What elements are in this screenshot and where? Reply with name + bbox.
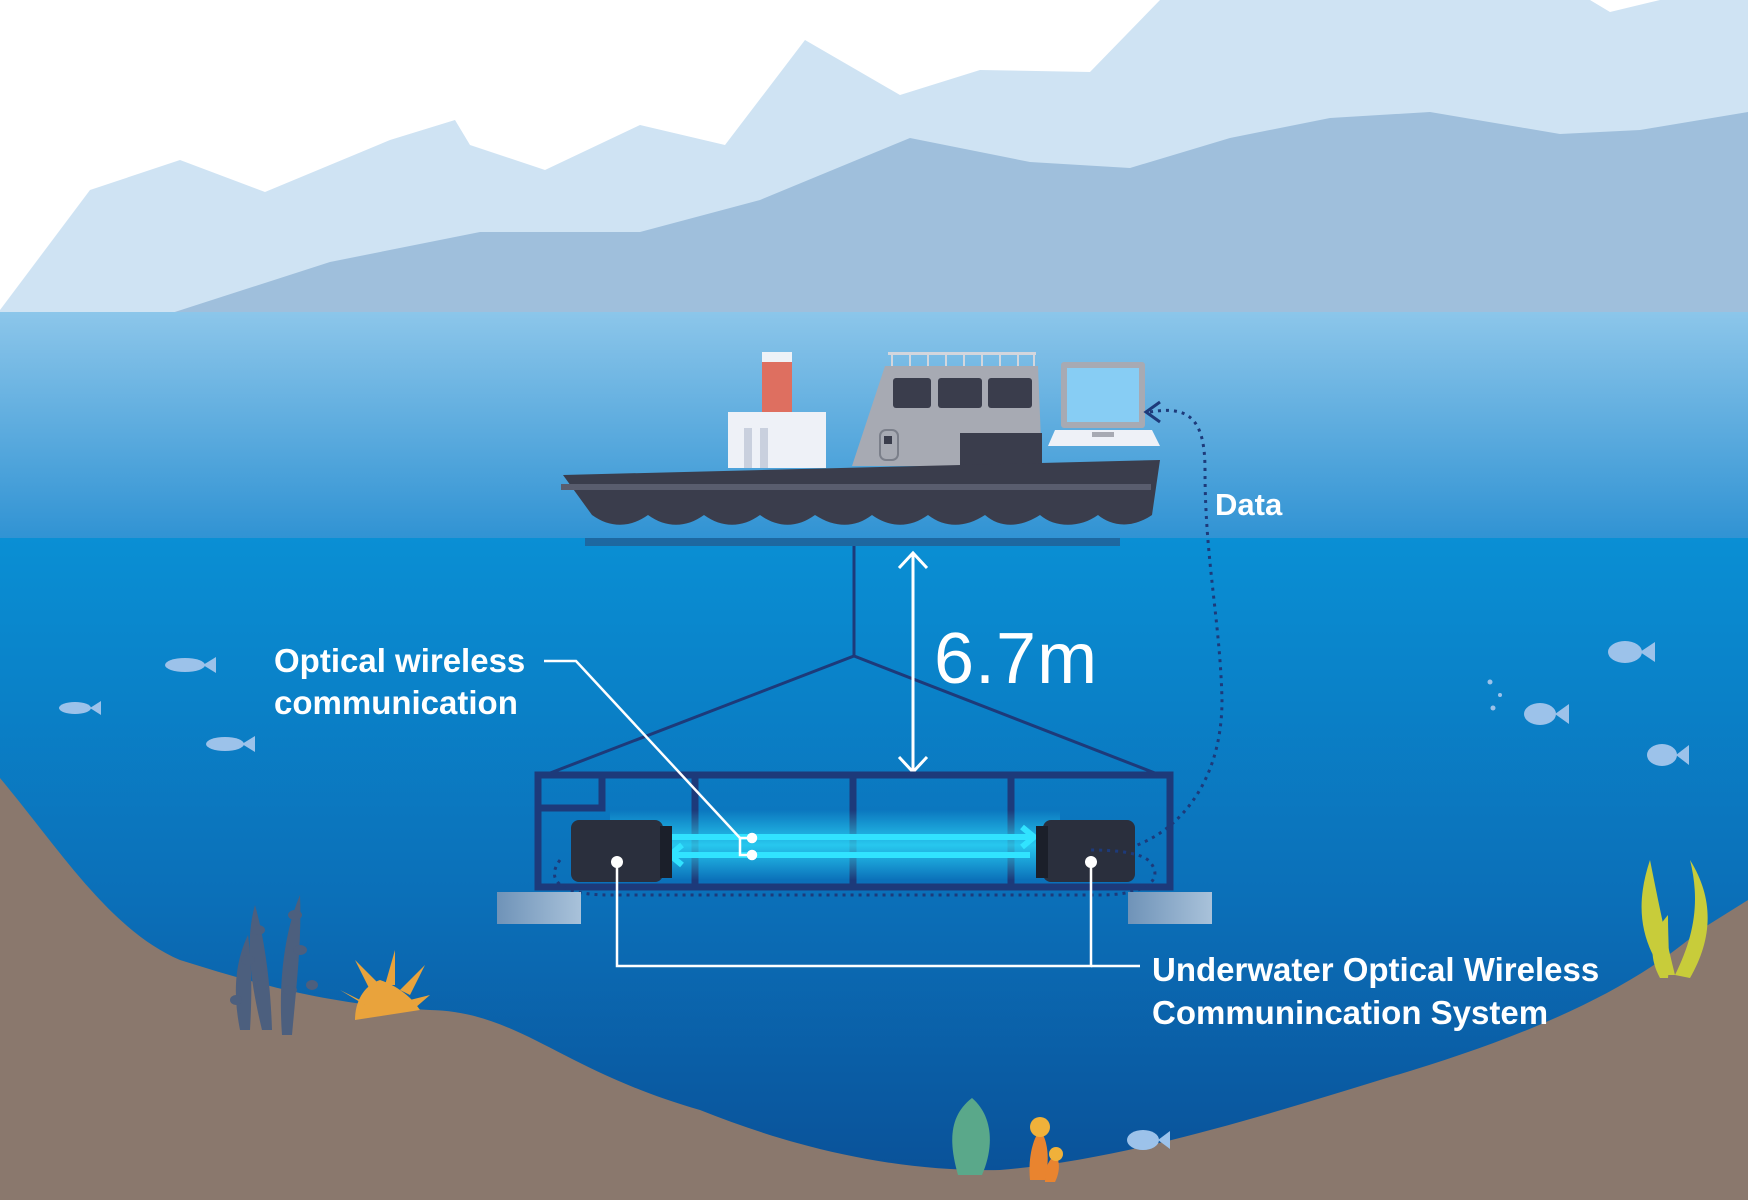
fish-school-left xyxy=(59,657,255,752)
data-label: Data xyxy=(1215,487,1283,522)
optical-wireless-label-line1: Optical wireless xyxy=(274,642,526,679)
system-label-line2: Communincation System xyxy=(1152,994,1549,1031)
leader-optical xyxy=(544,659,758,861)
boat-hull xyxy=(563,460,1160,525)
optical-beam-glow xyxy=(610,810,1060,880)
seaweed-left xyxy=(230,895,318,1035)
optical-wireless-label: Optical wireless communication xyxy=(274,640,525,724)
coral-orange-left xyxy=(340,950,430,1020)
coral-bottom xyxy=(952,1098,1063,1182)
data-link-dotted xyxy=(1099,408,1224,854)
frame-foot-left xyxy=(497,892,581,924)
depth-label: 6.7m xyxy=(934,619,1099,699)
data-arrow-head xyxy=(1143,400,1161,424)
system-label: Underwater Optical Wireless Communincati… xyxy=(1152,948,1599,1034)
frame-foot-right xyxy=(1128,892,1212,924)
mountains-near xyxy=(150,112,1748,320)
seabed xyxy=(0,778,1748,1200)
system-label-line1: Underwater Optical Wireless xyxy=(1152,951,1600,988)
boat-cabin-small xyxy=(728,412,826,468)
laptop-icon xyxy=(1048,362,1160,446)
cable-loop-dotted xyxy=(553,848,1157,897)
optical-wireless-label-line2: communication xyxy=(274,684,518,721)
fish-school-right xyxy=(1127,641,1689,1150)
boat xyxy=(561,352,1160,546)
bridle-lines xyxy=(544,654,1161,777)
seaweed-right xyxy=(1641,860,1708,978)
leader-system xyxy=(615,862,1140,968)
boat-chimney xyxy=(762,352,792,414)
transceiver-left xyxy=(571,820,672,882)
transceiver-right xyxy=(1036,820,1135,882)
